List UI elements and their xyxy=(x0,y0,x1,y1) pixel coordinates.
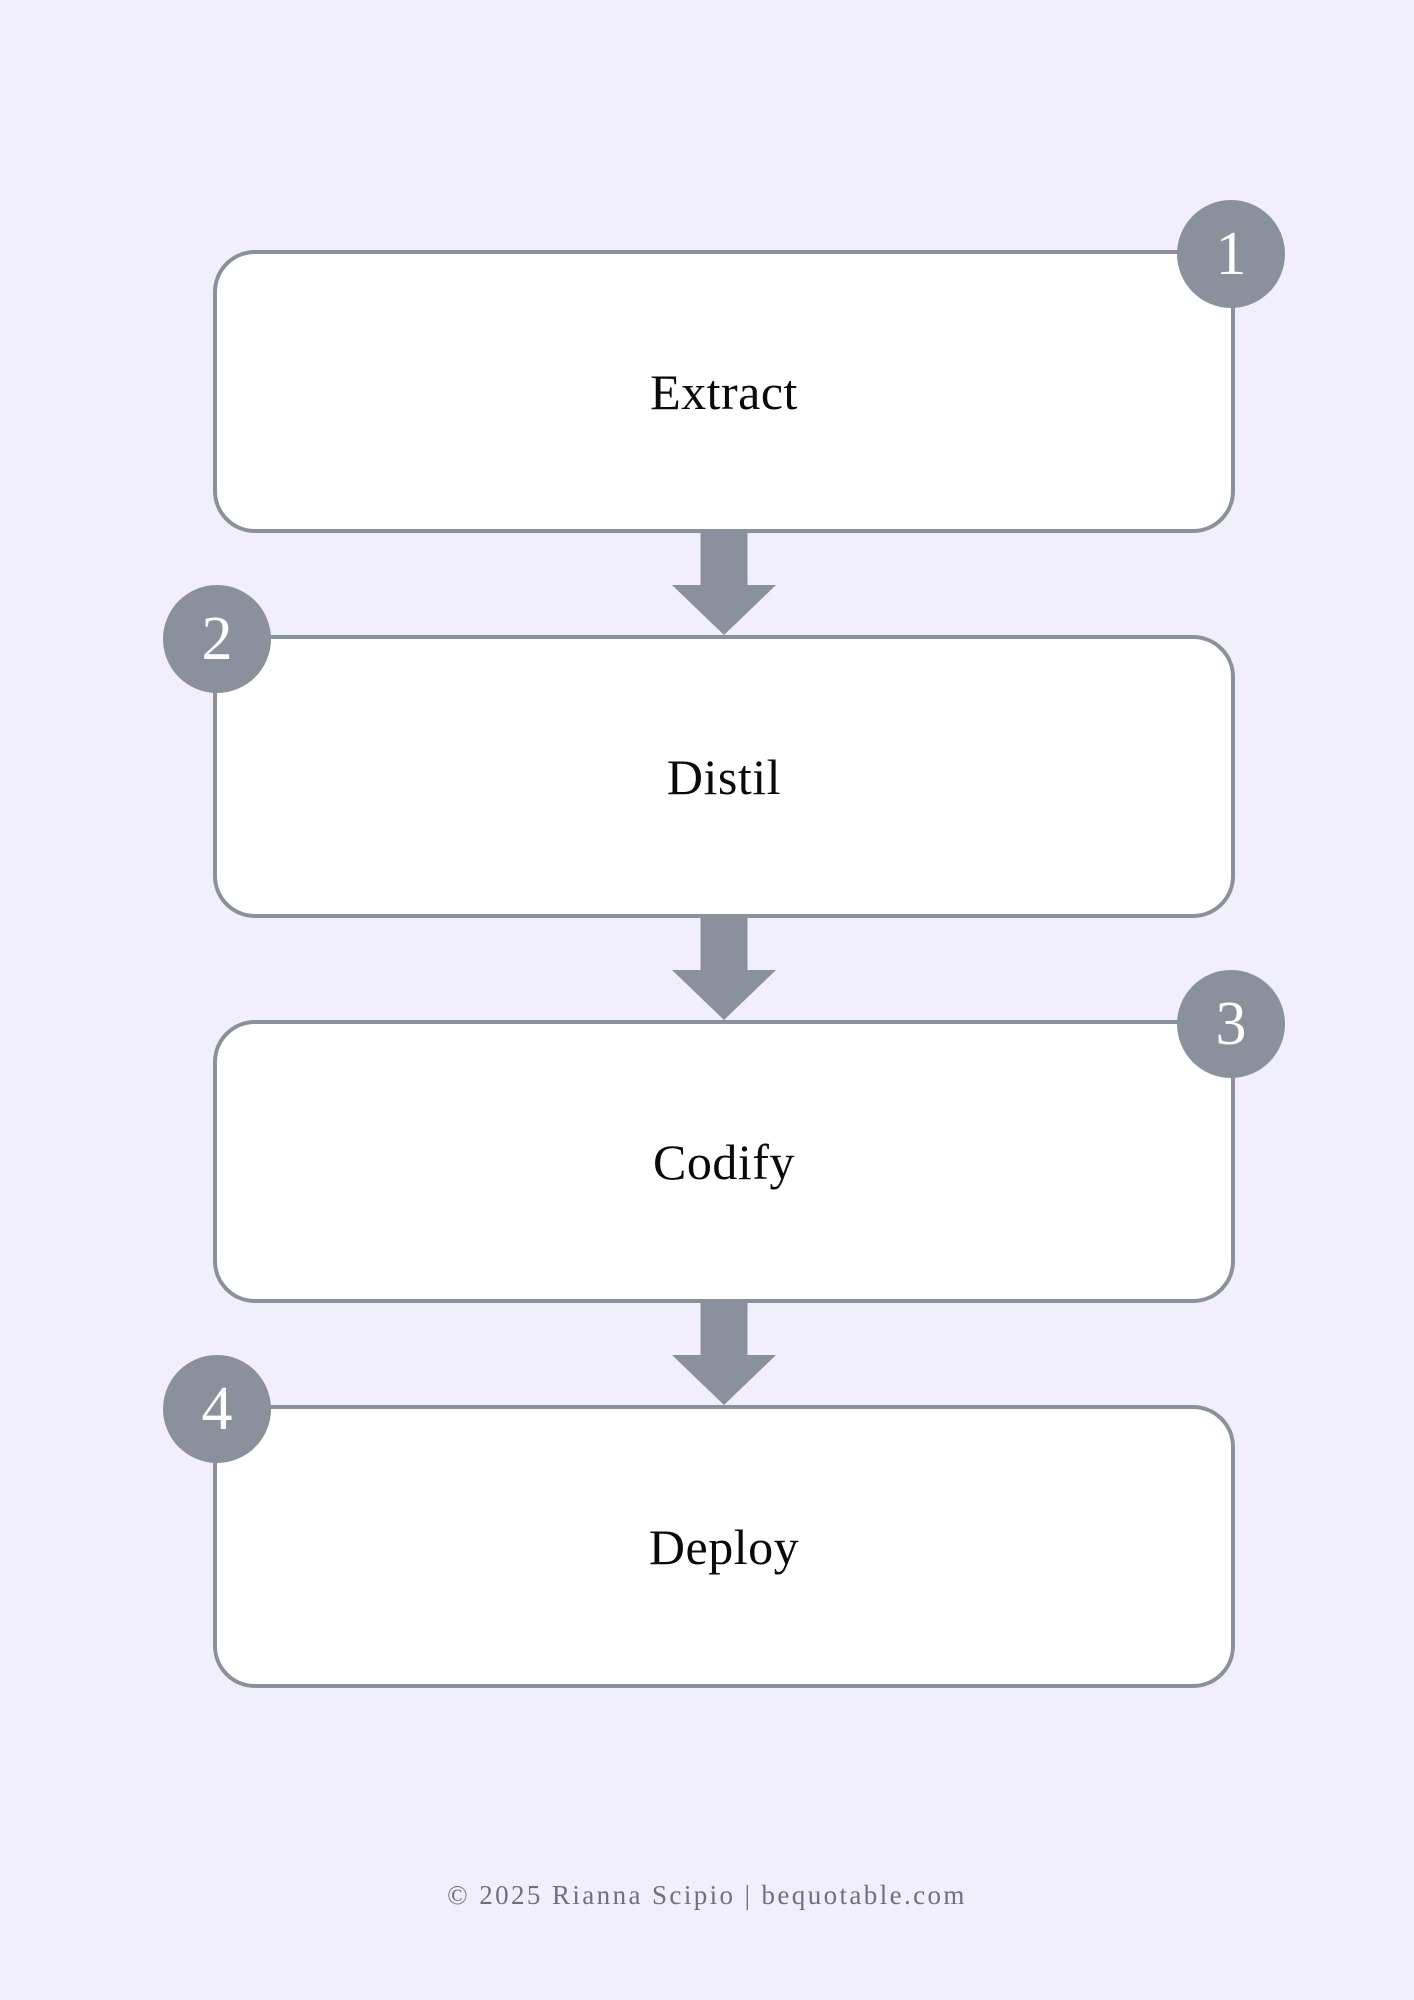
step-number-badge-2: 2 xyxy=(163,585,271,693)
arrow-connector-3-4 xyxy=(213,1303,1235,1405)
step-number-badge-4: 4 xyxy=(163,1355,271,1463)
step-label-extract: Extract xyxy=(650,363,798,420)
step-label-deploy: Deploy xyxy=(648,1518,800,1575)
flow-step-3[interactable]: 3 Codify xyxy=(213,970,1285,1303)
step-number-text: 2 xyxy=(201,605,233,673)
flowchart: 1 Extract 2 Distil 3 xyxy=(163,200,1285,1688)
footer-credit: © 2025 Rianna Scipio | bequotable.com xyxy=(447,1880,967,1910)
flow-step-1[interactable]: 1 Extract xyxy=(213,200,1285,533)
arrow-connector-2-3 xyxy=(213,918,1235,1020)
down-arrow-icon xyxy=(672,918,776,1020)
step-number-badge-3: 3 xyxy=(1177,970,1285,1078)
step-label-distil: Distil xyxy=(666,748,782,805)
arrow-connector-1-2 xyxy=(213,533,1235,635)
down-arrow-icon xyxy=(672,533,776,635)
step-number-text: 1 xyxy=(1215,220,1247,288)
flow-step-2[interactable]: 2 Distil xyxy=(163,585,1235,918)
flow-step-4[interactable]: 4 Deploy xyxy=(163,1355,1235,1688)
step-number-text: 4 xyxy=(201,1375,233,1443)
down-arrow-icon xyxy=(672,1303,776,1405)
step-label-codify: Codify xyxy=(653,1133,795,1190)
step-number-badge-1: 1 xyxy=(1177,200,1285,308)
step-number-text: 3 xyxy=(1215,990,1247,1058)
